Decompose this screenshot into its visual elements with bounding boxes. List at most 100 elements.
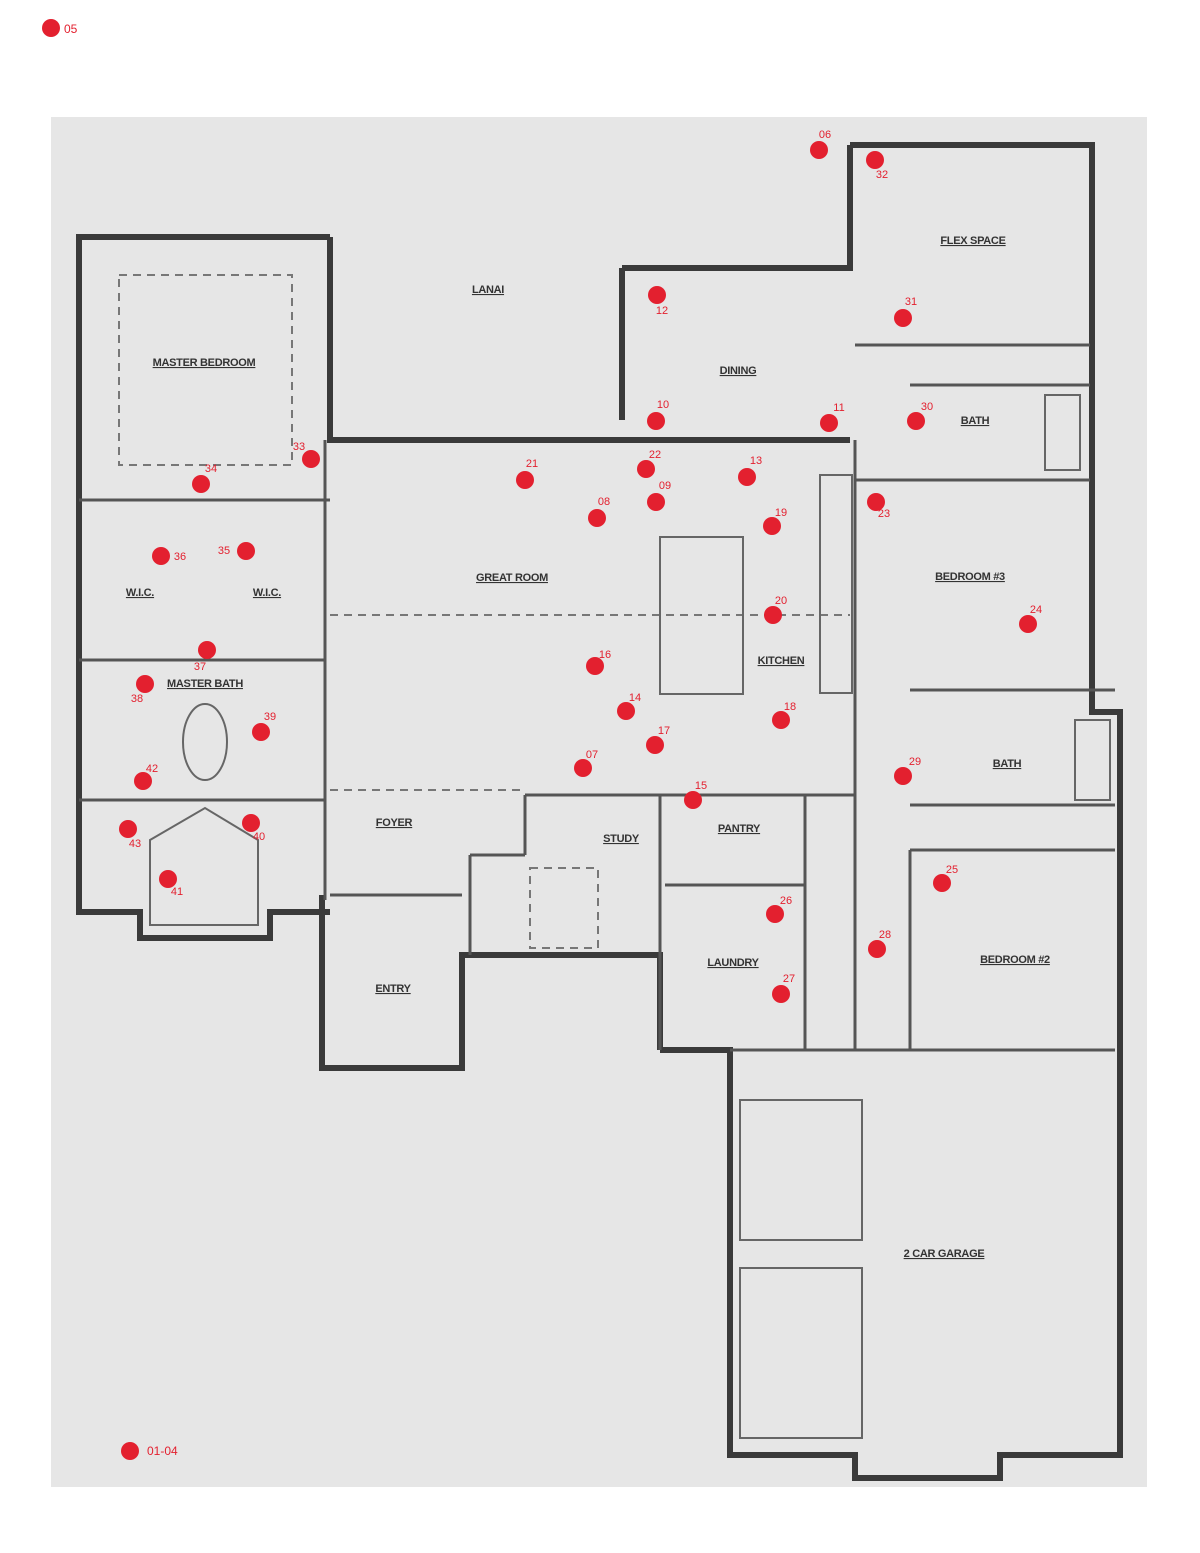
marker-26[interactable] bbox=[766, 905, 784, 923]
marker-label-37: 37 bbox=[193, 661, 207, 673]
marker-38[interactable] bbox=[136, 675, 154, 693]
room-label-bath-lower: BATH bbox=[993, 758, 1022, 770]
marker-07[interactable] bbox=[574, 759, 592, 777]
plan-background bbox=[51, 117, 1147, 1487]
marker-label-39: 39 bbox=[263, 711, 277, 723]
marker-42[interactable] bbox=[134, 772, 152, 790]
room-label-master-bath: MASTER BATH bbox=[167, 678, 243, 690]
marker-34[interactable] bbox=[192, 475, 210, 493]
marker-label-14: 14 bbox=[628, 692, 642, 704]
marker-13[interactable] bbox=[738, 468, 756, 486]
marker-label-41: 41 bbox=[170, 886, 184, 898]
marker-30[interactable] bbox=[907, 412, 925, 430]
marker-label-16: 16 bbox=[598, 649, 612, 661]
exterior-walls bbox=[76, 142, 1123, 1481]
marker-43[interactable] bbox=[119, 820, 137, 838]
marker-label-28: 28 bbox=[878, 929, 892, 941]
room-label-master-bedroom: MASTER BEDROOM bbox=[153, 357, 256, 369]
marker-label-31: 31 bbox=[904, 296, 918, 308]
marker-label-23: 23 bbox=[877, 508, 891, 520]
marker-18[interactable] bbox=[772, 711, 790, 729]
marker-27[interactable] bbox=[772, 985, 790, 1003]
marker-08[interactable] bbox=[588, 509, 606, 527]
room-label-lanai: LANAI bbox=[472, 284, 504, 296]
marker-32[interactable] bbox=[866, 151, 884, 169]
marker-label-15: 15 bbox=[694, 780, 708, 792]
marker-29[interactable] bbox=[894, 767, 912, 785]
marker-14[interactable] bbox=[617, 702, 635, 720]
interior-walls bbox=[79, 343, 1115, 1052]
marker-label-42: 42 bbox=[145, 763, 159, 775]
legend-label-top: 05 bbox=[64, 22, 78, 36]
marker-label-35: 35 bbox=[217, 545, 231, 557]
room-label-flex-space: FLEX SPACE bbox=[940, 235, 1005, 247]
marker-label-22: 22 bbox=[648, 449, 662, 461]
marker-label-09: 09 bbox=[658, 480, 672, 492]
ceiling-outlines bbox=[118, 274, 850, 949]
legend-label-bottom: 01-04 bbox=[147, 1444, 178, 1458]
marker-20[interactable] bbox=[764, 606, 782, 624]
marker-label-06: 06 bbox=[818, 129, 832, 141]
marker-label-40: 40 bbox=[252, 831, 266, 843]
marker-36[interactable] bbox=[152, 547, 170, 565]
marker-label-25: 25 bbox=[945, 864, 959, 876]
marker-label-20: 20 bbox=[774, 595, 788, 607]
marker-label-07: 07 bbox=[585, 749, 599, 761]
room-label-dining: DINING bbox=[720, 365, 757, 377]
legend-marker-bottom bbox=[121, 1442, 139, 1460]
marker-label-08: 08 bbox=[597, 496, 611, 508]
marker-15[interactable] bbox=[684, 791, 702, 809]
marker-label-43: 43 bbox=[128, 838, 142, 850]
marker-label-10: 10 bbox=[656, 399, 670, 411]
marker-28[interactable] bbox=[868, 940, 886, 958]
room-label-study: STUDY bbox=[603, 833, 640, 845]
marker-label-32: 32 bbox=[875, 169, 889, 181]
fixtures bbox=[149, 394, 1111, 1439]
marker-33[interactable] bbox=[302, 450, 320, 468]
marker-40[interactable] bbox=[242, 814, 260, 832]
marker-12[interactable] bbox=[648, 286, 666, 304]
marker-label-34: 34 bbox=[204, 463, 218, 475]
room-label-entry: ENTRY bbox=[375, 983, 411, 995]
room-label-kitchen: KITCHEN bbox=[758, 655, 805, 667]
marker-11[interactable] bbox=[820, 414, 838, 432]
room-label-foyer: FOYER bbox=[376, 817, 413, 829]
marker-06[interactable] bbox=[810, 141, 828, 159]
marker-label-17: 17 bbox=[657, 725, 671, 737]
legend-marker-top bbox=[42, 19, 60, 37]
room-label-pantry: PANTRY bbox=[718, 823, 761, 835]
marker-label-18: 18 bbox=[783, 701, 797, 713]
marker-17[interactable] bbox=[646, 736, 664, 754]
room-label-bedroom-3: BEDROOM #3 bbox=[935, 571, 1005, 583]
marker-label-33: 33 bbox=[292, 441, 306, 453]
marker-10[interactable] bbox=[647, 412, 665, 430]
marker-label-19: 19 bbox=[774, 507, 788, 519]
marker-22[interactable] bbox=[637, 460, 655, 478]
marker-label-12: 12 bbox=[655, 305, 669, 317]
marker-24[interactable] bbox=[1019, 615, 1037, 633]
room-label-bedroom-2: BEDROOM #2 bbox=[980, 954, 1050, 966]
marker-09[interactable] bbox=[647, 493, 665, 511]
marker-25[interactable] bbox=[933, 874, 951, 892]
marker-23[interactable] bbox=[867, 493, 885, 511]
room-label-great-room: GREAT ROOM bbox=[476, 572, 548, 584]
marker-label-26: 26 bbox=[779, 895, 793, 907]
marker-label-30: 30 bbox=[920, 401, 934, 413]
marker-19[interactable] bbox=[763, 517, 781, 535]
marker-label-36: 36 bbox=[173, 551, 187, 563]
marker-label-21: 21 bbox=[525, 458, 539, 470]
marker-21[interactable] bbox=[516, 471, 534, 489]
marker-37[interactable] bbox=[198, 641, 216, 659]
marker-39[interactable] bbox=[252, 723, 270, 741]
room-label-bath-upper: BATH bbox=[961, 415, 990, 427]
room-label-wic-left: W.I.C. bbox=[126, 587, 154, 599]
marker-16[interactable] bbox=[586, 657, 604, 675]
marker-label-27: 27 bbox=[782, 973, 796, 985]
marker-label-11: 11 bbox=[833, 402, 845, 414]
marker-31[interactable] bbox=[894, 309, 912, 327]
marker-41[interactable] bbox=[159, 870, 177, 888]
marker-label-24: 24 bbox=[1029, 604, 1043, 616]
marker-35[interactable] bbox=[237, 542, 255, 560]
marker-label-13: 13 bbox=[749, 455, 763, 467]
